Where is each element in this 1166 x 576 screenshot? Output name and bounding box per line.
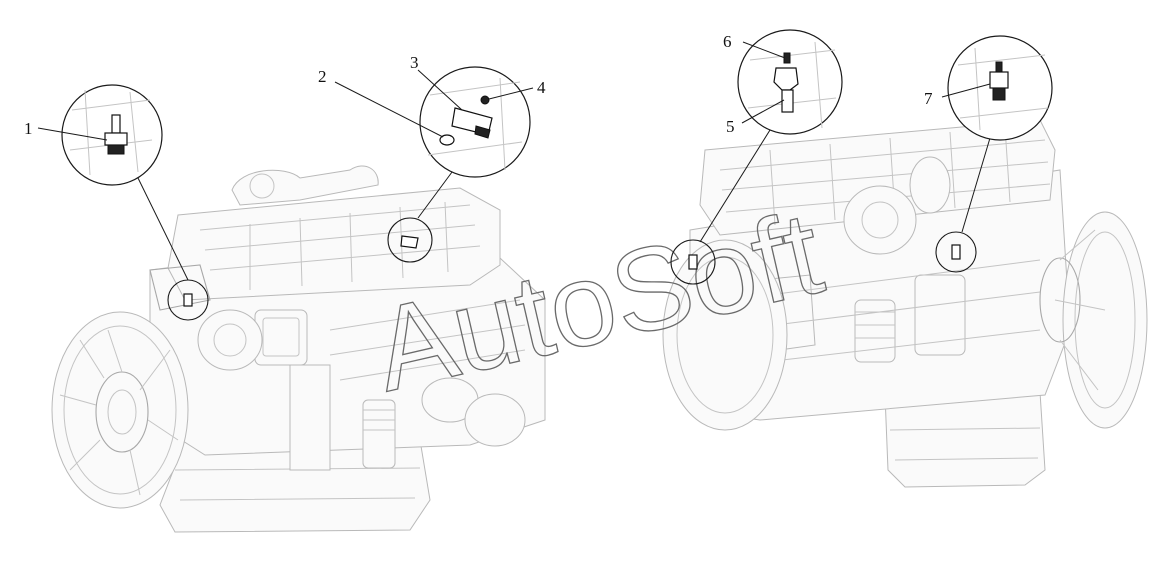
sensor-spot-7 <box>935 231 977 273</box>
left-engine-front-cover <box>149 264 211 311</box>
left-engine-drawing <box>51 165 546 533</box>
right-engine-cover-segments <box>769 126 1011 226</box>
leader-line-6 <box>742 41 786 59</box>
sensor-1-stem <box>111 114 121 134</box>
right-engine-pan-lines <box>889 427 1041 461</box>
callout-number-3: 3 <box>410 53 419 72</box>
leader-line-5 <box>741 99 785 124</box>
left-engine-cover-segments <box>249 201 449 290</box>
zoom-link-line-7 <box>961 137 991 233</box>
sensor-7-pin <box>995 61 1003 73</box>
callout-number-1: 1 <box>24 119 33 138</box>
callout-number-7: 7 <box>924 89 933 108</box>
left-engine-flywheel-housing <box>464 393 526 447</box>
zoom-link-line-5 <box>699 129 771 243</box>
callout-group-7: 7 <box>924 35 1053 273</box>
right-engine-fan-hub <box>1039 257 1081 343</box>
right-engine-flywheel <box>662 239 788 431</box>
sensor-5-small <box>688 254 698 270</box>
callout-number-6: 6 <box>723 32 732 51</box>
left-engine-fan-blades <box>59 329 179 496</box>
leader-line-7 <box>941 83 991 98</box>
right-engine-turbo-hub <box>861 201 899 239</box>
sensor-7-body <box>989 71 1009 89</box>
right-engine-fan-blades <box>1054 229 1106 391</box>
right-engine-turbo <box>843 185 917 255</box>
callout-group-5-6: 6 5 <box>670 29 843 285</box>
left-engine-alternator <box>197 309 263 371</box>
sensor-2-connector <box>474 125 491 139</box>
left-engine-ecu-face <box>262 317 300 357</box>
callout-group-2-3-4: 2 3 4 <box>318 53 546 263</box>
left-engine-fan-center <box>107 389 137 435</box>
sensor-2-small <box>400 235 419 249</box>
left-engine-filter-ribs <box>363 409 395 431</box>
sensor-7-thread <box>992 87 1006 101</box>
left-engine-fan-ring <box>63 325 177 495</box>
right-engine-fan <box>1062 211 1148 429</box>
sensor-2-seal-ring <box>439 134 455 146</box>
sensor-1-thread <box>107 144 125 155</box>
zoom-link-line-2 <box>417 167 456 219</box>
left-engine-fan-shroud <box>51 311 189 509</box>
leader-line-2 <box>334 81 444 138</box>
callout-group-1: 1 <box>24 84 209 321</box>
callout-number-4: 4 <box>537 78 546 97</box>
leader-line-4 <box>488 87 534 100</box>
leader-line-3 <box>417 69 463 111</box>
right-engine-drawing <box>662 119 1148 488</box>
sensor-2-bolt <box>480 95 490 105</box>
callout-number-2: 2 <box>318 67 327 86</box>
sensor-spot-5 <box>670 239 716 285</box>
left-engine-block-lines <box>329 299 526 381</box>
right-engine-compressor <box>909 156 951 214</box>
right-engine-fan-ring <box>1074 231 1136 409</box>
left-engine-pipe <box>289 364 331 471</box>
right-engine-flywheel-ring <box>676 256 774 414</box>
left-engine-valve-cover <box>167 187 501 301</box>
sensor-spot-2 <box>387 217 433 263</box>
right-engine-filter-ribs <box>855 311 895 339</box>
callout-number-5: 5 <box>726 117 735 136</box>
sensor-7-small <box>951 244 961 260</box>
right-engine-fuel-filter <box>854 299 896 363</box>
left-engine-turbo-housing <box>249 173 275 199</box>
sensor-1-small <box>183 293 193 307</box>
left-engine-oil-filter <box>362 399 396 469</box>
zoom-7-background <box>957 47 1049 131</box>
zoom-2-background <box>427 77 523 171</box>
leader-line-1 <box>37 127 108 141</box>
zoom-link-line-1 <box>137 177 189 281</box>
sensor-1-body <box>104 132 128 146</box>
left-engine-alternator-hub <box>213 323 247 357</box>
sensor-5-body <box>781 89 794 113</box>
right-engine-oil-cooler <box>914 274 966 356</box>
